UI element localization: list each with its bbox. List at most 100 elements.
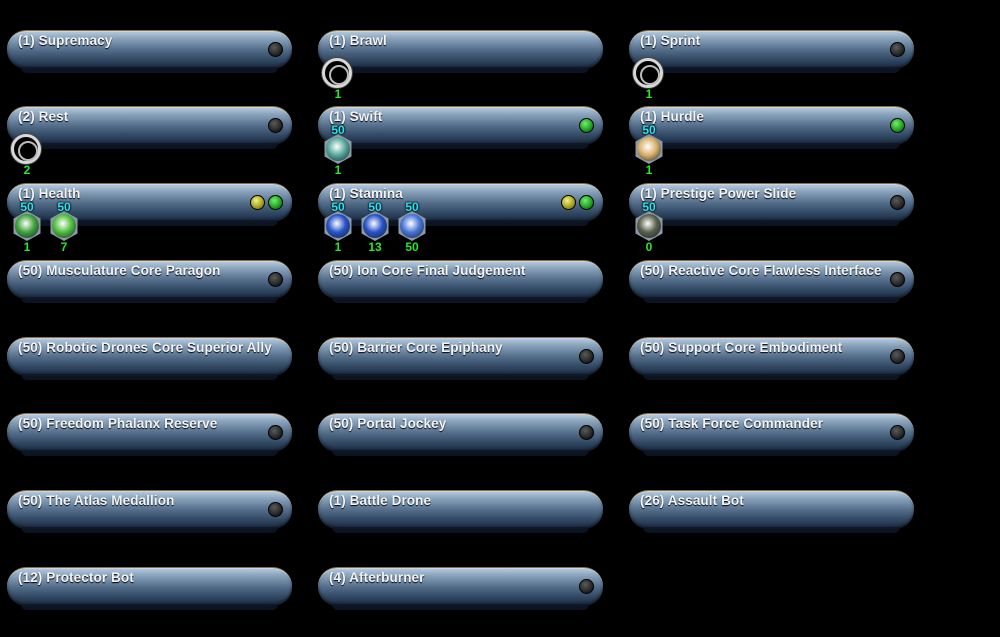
power-label: (1) Swift <box>329 109 383 124</box>
status-indicators <box>579 118 594 133</box>
power-entry[interactable]: (50) Support Core Embodiment <box>629 337 914 380</box>
enhancement-core <box>400 214 424 238</box>
jump-enhancement-icon <box>635 134 663 164</box>
enhancement-level: 50 <box>368 200 382 214</box>
power-entry[interactable]: (12) Protector Bot <box>7 567 292 610</box>
power-entry[interactable]: (26) Assault Bot <box>629 490 914 533</box>
gray-status-dot-icon <box>890 42 905 57</box>
power-entry[interactable]: (1) Brawl <box>318 30 603 73</box>
enhancement-level: 50 <box>331 123 345 137</box>
enhancement-slot[interactable]: 50 13 <box>359 200 389 254</box>
endurance-enhancement-icon <box>324 211 352 241</box>
power-entry[interactable]: (1) Swift <box>318 106 603 149</box>
enhancement-slot[interactable]: 50 1 <box>11 200 41 254</box>
power-entry[interactable]: (1) Hurdle <box>629 106 914 149</box>
power-label: (50) Task Force Commander <box>640 416 824 431</box>
enhancement-core <box>637 137 661 161</box>
power-entry[interactable]: (50) Robotic Drones Core Superior Ally <box>7 337 292 380</box>
power-entry[interactable]: (50) Ion Core Final Judgement <box>318 260 603 303</box>
enhancement-level: 50 <box>57 200 71 214</box>
slot-level: 13 <box>368 240 382 254</box>
status-indicators <box>579 579 594 594</box>
power-entry[interactable]: (50) Reactive Core Flawless Interface <box>629 260 914 303</box>
slot-level: 1 <box>645 87 653 101</box>
power-entry[interactable]: (1) Sprint <box>629 30 914 73</box>
yellow-status-dot-icon <box>250 195 265 210</box>
heal-enhancement-icon <box>13 211 41 241</box>
enhancement-core <box>326 137 350 161</box>
run-speed-enhancement-icon <box>324 134 352 164</box>
status-indicators <box>890 425 905 440</box>
status-indicators <box>268 42 283 57</box>
power-entry[interactable]: (1) Health <box>7 183 292 226</box>
status-indicators <box>579 349 594 364</box>
empty-slot-ring-icon <box>11 134 41 164</box>
regen-enhancement-icon <box>50 211 78 241</box>
green-status-dot-icon <box>890 118 905 133</box>
power-label: (1) Brawl <box>329 33 387 48</box>
enhancement-slot[interactable]: 2 <box>11 126 41 177</box>
endurance-enhancement-icon <box>361 211 389 241</box>
enhancement-slot[interactable]: 1 <box>633 50 663 101</box>
enhancement-slot[interactable]: 50 1 <box>322 123 352 177</box>
power-entry[interactable]: (1) Prestige Power Slide <box>629 183 914 226</box>
enhancement-level: 50 <box>642 123 656 137</box>
green-status-dot-icon <box>579 195 594 210</box>
power-entry[interactable]: (4) Afterburner <box>318 567 603 610</box>
yellow-status-dot-icon <box>561 195 576 210</box>
enhancement-core <box>15 214 39 238</box>
power-label: (2) Rest <box>18 109 69 124</box>
power-entry[interactable]: (50) Musculature Core Paragon <box>7 260 292 303</box>
power-label: (1) Health <box>18 186 81 201</box>
power-label: (4) Afterburner <box>329 570 425 585</box>
power-label: (26) Assault Bot <box>640 493 744 508</box>
enhancement-slot[interactable]: 50 0 <box>633 200 663 254</box>
slot-level: 7 <box>60 240 68 254</box>
power-entry[interactable]: (50) The Atlas Medallion <box>7 490 292 533</box>
green-status-dot-icon <box>268 195 283 210</box>
enhancement-core <box>637 214 661 238</box>
enhancement-core <box>363 214 387 238</box>
power-entry[interactable]: (50) Task Force Commander <box>629 413 914 456</box>
status-indicators <box>890 42 905 57</box>
power-entry[interactable]: (50) Portal Jockey <box>318 413 603 456</box>
empty-slot-ring-icon <box>322 58 352 88</box>
enhancement-slot[interactable]: 50 1 <box>633 123 663 177</box>
slot-level: 50 <box>405 240 419 254</box>
slot-level: 0 <box>645 240 653 254</box>
power-entry[interactable]: (50) Barrier Core Epiphany <box>318 337 603 380</box>
status-indicators <box>579 425 594 440</box>
slot-level: 1 <box>334 163 342 177</box>
status-indicators <box>890 118 905 133</box>
enhancement-slot[interactable]: 50 7 <box>48 200 78 254</box>
empty-slot-ring-icon <box>633 58 663 88</box>
enhancement-level: 50 <box>642 200 656 214</box>
enhancement-core <box>52 214 76 238</box>
gray-status-dot-icon <box>268 502 283 517</box>
power-label: (50) Freedom Phalanx Reserve <box>18 416 218 431</box>
slot-level: 1 <box>23 240 31 254</box>
power-entry[interactable]: (50) Freedom Phalanx Reserve <box>7 413 292 456</box>
power-entry[interactable]: (1) Battle Drone <box>318 490 603 533</box>
status-indicators <box>890 349 905 364</box>
power-label: (50) Robotic Drones Core Superior Ally <box>18 340 272 355</box>
status-indicators <box>268 118 283 133</box>
power-entry[interactable]: (1) Stamina <box>318 183 603 226</box>
gray-status-dot-icon <box>890 195 905 210</box>
power-entry[interactable]: (1) Supremacy <box>7 30 292 73</box>
status-indicators <box>268 502 283 517</box>
gray-status-dot-icon <box>890 349 905 364</box>
power-label: (50) Support Core Embodiment <box>640 340 843 355</box>
status-indicators <box>890 195 905 210</box>
slot-level: 2 <box>23 163 31 177</box>
power-label: (50) Reactive Core Flawless Interface <box>640 263 882 278</box>
power-label: (1) Supremacy <box>18 33 113 48</box>
enhancement-slot[interactable]: 1 <box>322 50 352 101</box>
power-entry[interactable]: (2) Rest <box>7 106 292 149</box>
enhancement-level: 50 <box>20 200 34 214</box>
slot-level: 1 <box>645 163 653 177</box>
status-indicators <box>268 272 283 287</box>
power-label: (1) Sprint <box>640 33 701 48</box>
